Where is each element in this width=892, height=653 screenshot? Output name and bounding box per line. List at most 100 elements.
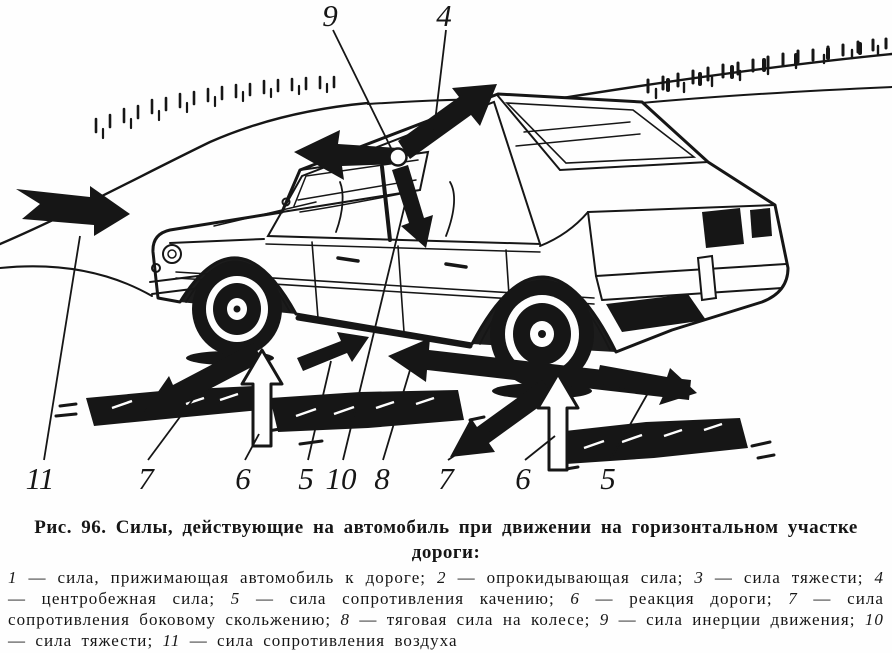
rear-window-reflections bbox=[515, 121, 641, 147]
rear-bumper-top bbox=[595, 263, 787, 277]
force-label-9: 9 bbox=[322, 0, 338, 33]
force-label-10: 10 bbox=[326, 461, 358, 496]
legend-item: 3 — сила тяжести; bbox=[694, 568, 874, 587]
car-body-silhouette bbox=[151, 92, 790, 354]
legend-item: 5 — сила сопротивления качению; bbox=[231, 589, 571, 608]
legend-item-text: — центробежная сила; bbox=[8, 589, 231, 609]
legend-item-text: — сила сопротивления боковому скольжению… bbox=[8, 589, 884, 629]
force-label-4: 4 bbox=[436, 0, 452, 33]
headlight-inner bbox=[167, 249, 177, 259]
legend-item: 4 — центробежная сила; bbox=[8, 568, 884, 608]
leader-line-7-rear bbox=[447, 431, 491, 461]
under-bumper-shadow bbox=[606, 294, 706, 332]
legend-item-text: — сила сопротивления воздуха bbox=[180, 630, 458, 650]
fender-beltline bbox=[169, 238, 265, 244]
forces-diagram: 9 4 11 7 6 5 10 8 7 6 5 bbox=[0, 0, 892, 496]
force-number-labels: 9 4 11 7 6 5 10 8 7 6 5 bbox=[26, 0, 616, 496]
legend-item: 6 — реакция дороги; bbox=[570, 589, 788, 608]
legend-item: 10 — сила тяжести; bbox=[8, 610, 884, 650]
legend-item: 11 — сила сопротивления воздуха bbox=[163, 631, 458, 650]
grass-clump-right bbox=[666, 42, 862, 92]
rear-bumper-bottom bbox=[595, 275, 783, 301]
center-of-gravity-marker bbox=[388, 147, 408, 167]
force-label-5-front: 5 bbox=[298, 461, 314, 496]
leader-line-10 bbox=[342, 195, 408, 461]
leader-line-11 bbox=[43, 235, 81, 461]
headlight bbox=[162, 244, 182, 264]
legend-item-number: 2 bbox=[437, 568, 447, 588]
hill-line-right bbox=[554, 52, 892, 101]
seatback-front bbox=[335, 181, 344, 233]
legend-item-number: 4 bbox=[874, 568, 884, 588]
trunk-rear-edge bbox=[587, 204, 776, 213]
force-label-6-front: 6 bbox=[235, 461, 251, 496]
sill-shadow-line bbox=[295, 315, 473, 349]
rear-panel-edge bbox=[587, 211, 597, 277]
hill-ridge-right bbox=[609, 86, 892, 107]
side-mirror bbox=[281, 197, 291, 207]
legend-item-text: — сила, прижимающая автомобиль к дороге; bbox=[17, 568, 438, 588]
legend-item-text: — опрокидывающая сила; bbox=[446, 568, 695, 588]
leader-line-9 bbox=[332, 29, 393, 151]
leader-line-6-rear bbox=[524, 435, 556, 461]
rolling-resistance-arrow-front bbox=[297, 332, 369, 371]
door-handles bbox=[336, 256, 468, 269]
legend-item: 1 — сила, прижимающая автомобиль к дорог… bbox=[8, 568, 437, 587]
legend-item-number: 9 bbox=[599, 609, 610, 629]
road-reaction-arrow-front bbox=[240, 348, 284, 448]
force-label-7-rear: 7 bbox=[438, 461, 455, 496]
legend-item-number: 6 bbox=[570, 589, 580, 609]
side-slip-resistance-arrow-front bbox=[144, 343, 263, 414]
rear-bumper-guard bbox=[696, 254, 718, 302]
legend-item-text: — сила тяжести; bbox=[8, 630, 163, 650]
legend-item-text: — сила инерции движения; bbox=[609, 609, 865, 629]
inertia-force-arrow bbox=[294, 130, 398, 180]
b-pillar bbox=[380, 165, 392, 242]
ground-strip-rear bbox=[556, 418, 748, 464]
force-label-6-rear: 6 bbox=[515, 461, 531, 496]
centrifugal-force-arrow bbox=[398, 84, 497, 159]
side-slip-resistance-arrow-rear bbox=[450, 380, 554, 457]
leader-line-6-front bbox=[244, 433, 260, 461]
windshield-inner-line bbox=[293, 159, 419, 207]
legend-item-text: — тяговая сила на колесе; bbox=[350, 609, 600, 629]
car-illustration bbox=[149, 92, 790, 399]
legend-item-text: — реакция дороги; bbox=[579, 589, 789, 609]
seatback-rear bbox=[445, 181, 455, 237]
legend-item-number: 10 bbox=[864, 609, 884, 629]
grass-tufts-left-row2 bbox=[101, 82, 329, 140]
force-label-7-front: 7 bbox=[138, 461, 155, 496]
legend-item-number: 7 bbox=[788, 589, 798, 609]
force-label-11: 11 bbox=[26, 461, 55, 496]
rolling-resistance-arrow-rear bbox=[596, 365, 697, 405]
gravity-force-arrow bbox=[392, 165, 433, 248]
legend-item: 2 — опрокидывающая сила; bbox=[437, 568, 694, 587]
legend-item-text: — сила тяжести; bbox=[703, 568, 875, 588]
grass-tufts-left bbox=[94, 75, 336, 134]
legend-item: 9 — сила инерции движения; bbox=[600, 610, 865, 629]
leader-line-8 bbox=[382, 359, 414, 461]
hood-crease bbox=[213, 201, 317, 227]
leader-line-7-front bbox=[147, 397, 195, 461]
figure-number: Рис. 96. bbox=[34, 517, 107, 538]
force-label-8: 8 bbox=[374, 461, 390, 496]
road-line-left bbox=[0, 265, 153, 297]
rear-plate-shadow bbox=[702, 208, 744, 248]
legend-item-number: 1 bbox=[8, 568, 18, 588]
legend-item-text: — сила сопротивления качению; bbox=[240, 589, 571, 609]
ground-strip-center bbox=[270, 390, 464, 432]
parking-light bbox=[151, 263, 161, 273]
legend-item-number: 3 bbox=[694, 568, 704, 588]
leader-line-4 bbox=[433, 29, 447, 131]
road-reaction-arrow-rear bbox=[536, 372, 580, 472]
label-leader-lines bbox=[43, 29, 649, 461]
grass-tufts-right bbox=[646, 37, 888, 94]
rear-fender-line bbox=[539, 211, 589, 247]
background-hills bbox=[0, 37, 892, 297]
front-wheel bbox=[192, 262, 282, 356]
air-resistance-arrow bbox=[16, 186, 130, 236]
legend-item-number: 5 bbox=[230, 589, 241, 609]
leader-line-5-front bbox=[307, 360, 332, 461]
force-arrows bbox=[16, 84, 697, 472]
